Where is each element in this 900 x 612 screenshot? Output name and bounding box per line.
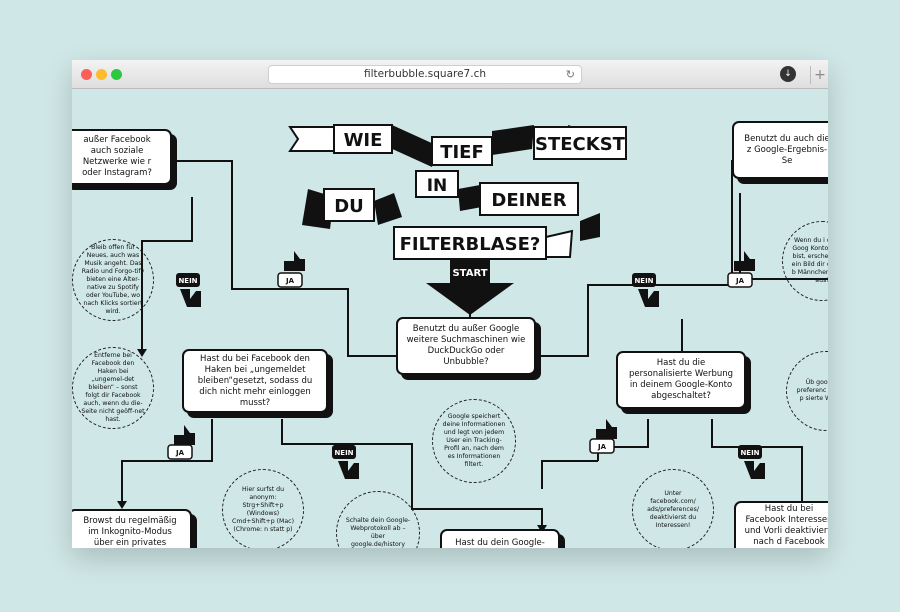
- title-word-7: FILTERBLASE?: [400, 234, 541, 255]
- question-webprotokoll[interactable]: Hast du dein Google-Web-protokoll abgesc…: [440, 529, 560, 548]
- question-facebook-login-text: Hast du bei Facebook den Haken bei „unge…: [197, 353, 313, 408]
- answer-nein-2: NEIN: [634, 277, 653, 285]
- question-social-networks[interactable]: außer Facebook auch soziale Netzwerke wi…: [72, 129, 172, 185]
- question-google-results[interactable]: Benutzt du auch die z Google-Ergebnis-Se: [732, 121, 828, 179]
- question-incognito[interactable]: Browst du regelmäßig im Inkognito-Modus …: [72, 509, 192, 548]
- flowchart-lines: START WIE TIEF STECKST: [117, 124, 828, 533]
- thumb-up-icon: [174, 425, 195, 445]
- title-word-4: DU: [334, 196, 364, 217]
- tip-google-text: Google speichert deine Informationen und…: [442, 413, 506, 468]
- thumb-down-icon: [638, 289, 659, 307]
- tip-entferne: Entferne bei Facebook den Haken bei „ung…: [72, 347, 154, 429]
- title-word-2: TIEF: [440, 142, 484, 163]
- thumb-down-icon: [338, 461, 359, 479]
- thumb-down-icon: [744, 461, 765, 479]
- answer-nein-4: NEIN: [740, 449, 759, 457]
- question-google-results-text: Benutzt du auch die z Google-Ergebnis-Se: [744, 133, 828, 166]
- tip-open-text: Bleib offen für Neues, auch was Musik an…: [81, 244, 145, 315]
- question-search-engines-text: Benutzt du außer Google weitere Suchmasc…: [406, 324, 526, 367]
- minimize-button[interactable]: [96, 69, 107, 80]
- download-icon[interactable]: ↓: [780, 66, 796, 82]
- answer-nein-3: NEIN: [334, 449, 353, 457]
- question-facebook-interests-text: Hast du bei Facebook Interessen und Vorl…: [744, 503, 828, 549]
- title-words: WIE TIEF STECKST DU IN DEINER FILTERBLAS…: [323, 124, 627, 260]
- answer-ja-2: JA: [735, 277, 745, 285]
- thumb-up-icon: [734, 251, 755, 271]
- plus-icon[interactable]: +: [810, 66, 828, 84]
- title-word-5: IN: [427, 176, 448, 196]
- tip-google: Google speichert deine Informationen und…: [432, 399, 516, 483]
- answer-ja-3: JA: [175, 449, 185, 457]
- question-incognito-text: Browst du regelmäßig im Inkognito-Modus …: [83, 516, 177, 548]
- tip-open: Bleib offen für Neues, auch was Musik an…: [72, 239, 154, 321]
- address-bar[interactable]: filterbubble.square7.ch ↻: [268, 65, 582, 84]
- title-word-3: STECKST: [535, 134, 626, 155]
- title-bar: filterbubble.square7.ch ↻ ↓ +: [72, 60, 828, 89]
- question-social-networks-text: außer Facebook auch soziale Netzwerke wi…: [82, 135, 152, 178]
- close-button[interactable]: [81, 69, 92, 80]
- tip-anonym: Hier surfst du anonym: Strg+Shift+p (Win…: [222, 469, 304, 548]
- flowchart-page: START WIE TIEF STECKST: [72, 89, 828, 548]
- answer-ja-1: JA: [285, 277, 295, 285]
- thumb-up-icon: [284, 251, 305, 271]
- question-facebook-interests[interactable]: Hast du bei Facebook Interessen und Vorl…: [734, 501, 828, 548]
- question-search-engines[interactable]: Benutzt du außer Google weitere Suchmasc…: [396, 317, 536, 375]
- tip-unter-text: Unter facebook.com/ ads/preferences/ dea…: [647, 490, 699, 529]
- answer-nein-1: NEIN: [178, 277, 197, 285]
- url-text: filterbubble.square7.ch: [363, 68, 486, 80]
- tip-schalte-text: Schalte dein Google-Webprotokoll ab – üb…: [345, 517, 411, 548]
- answer-ja-4: JA: [597, 443, 607, 451]
- question-google-ads-text: Hast du die personalisierte Werbung in d…: [628, 358, 734, 401]
- tip-wenn-text: Wenn du i deinem Goog Konto angem bist, …: [791, 237, 828, 284]
- thumbs-icons: [174, 251, 765, 479]
- thumb-up-icon: [596, 419, 617, 439]
- start-label: START: [452, 268, 487, 279]
- question-facebook-login[interactable]: Hast du bei Facebook den Haken bei „unge…: [182, 349, 328, 413]
- answer-tags: NEIN JA NEIN JA JA NEIN JA NEIN: [167, 272, 762, 460]
- browser-window: filterbubble.square7.ch ↻ ↓ +: [72, 60, 828, 548]
- title-word-6: DEINER: [491, 190, 566, 211]
- zoom-button[interactable]: [111, 69, 122, 80]
- start-arrow-head: [426, 283, 514, 315]
- tip-anonym-text: Hier surfst du anonym: Strg+Shift+p (Win…: [232, 486, 294, 533]
- question-google-ads[interactable]: Hast du die personalisierte Werbung in d…: [616, 351, 746, 409]
- title-word-1: WIE: [344, 130, 383, 151]
- question-webprotokoll-text: Hast du dein Google-Web-protokoll abgesc…: [455, 537, 545, 548]
- tip-unter: Unter facebook.com/ ads/preferences/ dea…: [632, 469, 714, 548]
- tip-entferne-text: Entferne bei Facebook den Haken bei „ung…: [81, 352, 145, 423]
- start-arrow-shaft: [450, 259, 490, 283]
- reload-icon[interactable]: ↻: [565, 68, 575, 81]
- tip-ueber-text: Üb google.co preferenc du deine p sierte…: [796, 379, 828, 402]
- thumb-down-icon: [180, 289, 201, 307]
